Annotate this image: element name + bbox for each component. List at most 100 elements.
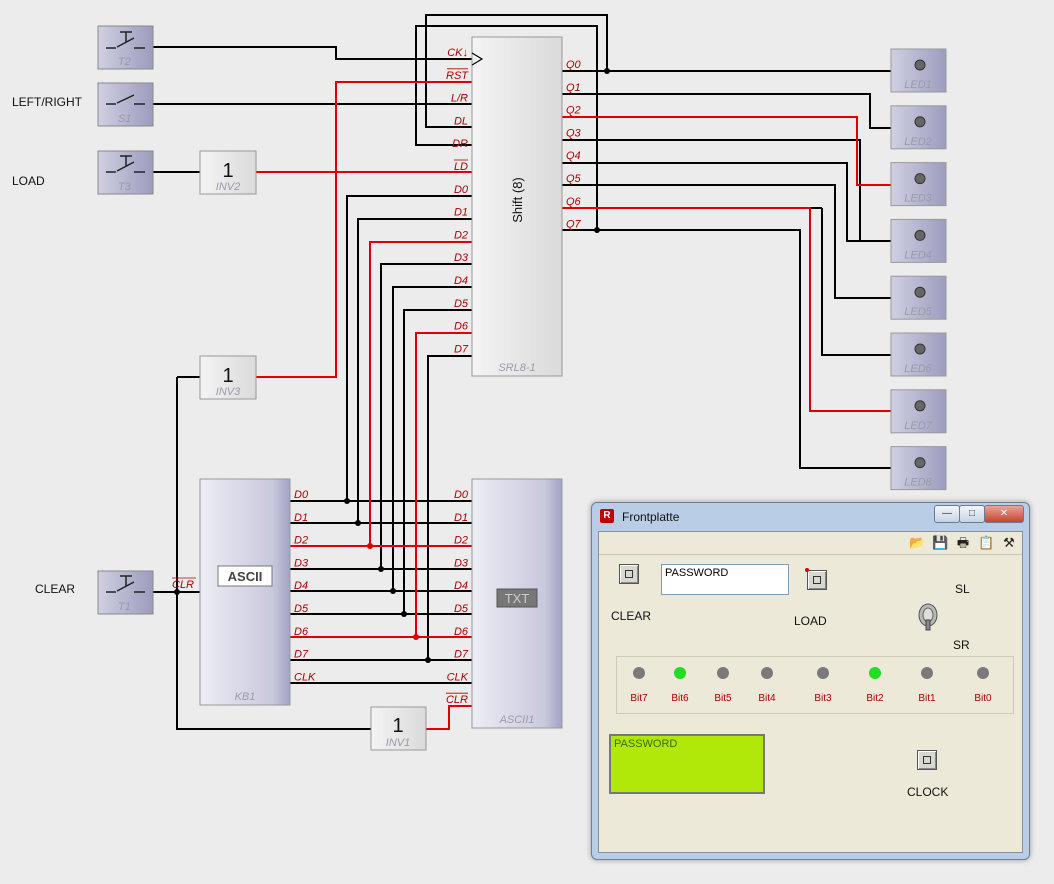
keyboard-output-pin: D2 bbox=[294, 535, 308, 547]
switch-caption: T1 bbox=[118, 601, 131, 613]
clear-button-label: CLEAR bbox=[611, 609, 652, 623]
toggle-sl-label: SL bbox=[955, 582, 970, 596]
toggle-sr-label: SR bbox=[953, 638, 970, 652]
led-caption: LED2 bbox=[904, 136, 932, 148]
inverter-caption: INV1 bbox=[386, 737, 410, 749]
title-bar[interactable]: R Frontplatte — □ ✕ bbox=[592, 503, 1029, 529]
app-icon: R bbox=[600, 509, 614, 523]
switch-caption: T3 bbox=[118, 181, 132, 193]
print-icon[interactable]: 🖶 bbox=[956, 535, 970, 550]
shift-register-output-pin: Q5 bbox=[566, 173, 582, 185]
shift-register-output-pin: Q0 bbox=[566, 59, 582, 71]
shift-register-caption: SRL8-1 bbox=[498, 362, 535, 374]
bit-led bbox=[977, 667, 989, 679]
shift-register-symbol: Shift (8) bbox=[510, 177, 525, 223]
load-label: LOAD bbox=[12, 174, 45, 188]
led-caption: LED7 bbox=[904, 420, 932, 432]
password-input[interactable]: PASSWORD bbox=[661, 564, 789, 595]
shift-register-output-pin: Q7 bbox=[566, 219, 582, 231]
ascii-display-input-pin: D4 bbox=[454, 580, 468, 592]
switch-t1[interactable]: T1 bbox=[97, 570, 154, 615]
direction-toggle-switch[interactable] bbox=[917, 598, 939, 632]
switch-t3[interactable]: T3 bbox=[97, 150, 154, 195]
switch-s1[interactable]: S1 bbox=[97, 82, 154, 127]
keyboard-output-pin: D3 bbox=[294, 557, 309, 569]
led-caption: LED6 bbox=[904, 363, 932, 375]
load-button[interactable] bbox=[807, 570, 827, 590]
bit-led bbox=[869, 667, 881, 679]
shift-register-output-pin: Q2 bbox=[566, 105, 581, 117]
shift-register-input-pin: LD bbox=[454, 161, 468, 173]
keyboard-output-pin: D6 bbox=[294, 626, 309, 638]
clr-pin-label: CLR bbox=[172, 579, 194, 591]
ascii-display-input-pin: D7 bbox=[454, 649, 469, 661]
shift-register-output-pin: Q1 bbox=[566, 82, 581, 94]
led-5: LED5 bbox=[890, 275, 947, 320]
led-7: LED7 bbox=[890, 389, 947, 434]
led-3: LED3 bbox=[890, 162, 947, 207]
switch-caption: T2 bbox=[118, 56, 131, 68]
bit-label: Bit4 bbox=[758, 693, 776, 704]
led-caption: LED5 bbox=[904, 306, 932, 318]
shift-register-input-pin: CK↓ bbox=[447, 47, 468, 59]
bit-label: Bit6 bbox=[671, 693, 689, 704]
led-caption: LED3 bbox=[904, 193, 932, 205]
ascii-display-caption: ASCII1 bbox=[499, 714, 535, 726]
open-folder-icon[interactable]: 📂 bbox=[909, 535, 926, 550]
switch-t2[interactable]: T2 bbox=[97, 25, 154, 70]
bit-label: Bit3 bbox=[814, 693, 832, 704]
minimize-button[interactable]: — bbox=[934, 505, 960, 523]
keyboard-output-pin: D4 bbox=[294, 580, 308, 592]
shift-register-output-pin: Q3 bbox=[566, 127, 582, 139]
bit-label: Bit5 bbox=[714, 693, 732, 704]
led-caption: LED4 bbox=[904, 249, 932, 261]
shift-register[interactable]: Shift (8) SRL8-1 CK↓RSTL/RDLDRLDD0D1D2D3… bbox=[446, 36, 582, 377]
left-right-label: LEFT/RIGHT bbox=[12, 95, 83, 109]
window-title: Frontplatte bbox=[622, 510, 680, 524]
led-6: LED6 bbox=[890, 332, 947, 377]
bit-label: Bit1 bbox=[918, 693, 936, 704]
load-button-label: LOAD bbox=[794, 614, 827, 628]
clock-button[interactable] bbox=[917, 750, 937, 770]
keyboard-output-pin: D7 bbox=[294, 649, 309, 661]
led-4: LED4 bbox=[890, 218, 947, 263]
bit-led bbox=[817, 667, 829, 679]
toolbar: 📂 💾 🖶 📋 ⚒ bbox=[599, 532, 1022, 555]
ascii-display-input-pin: D6 bbox=[454, 626, 469, 638]
ascii-display-input-pin: D5 bbox=[454, 603, 469, 615]
close-button[interactable]: ✕ bbox=[984, 505, 1024, 523]
shift-register-input-pin: D3 bbox=[454, 252, 469, 264]
bit-led bbox=[717, 667, 729, 679]
front-panel-window[interactable]: R Frontplatte — □ ✕ 📂 💾 🖶 📋 ⚒ CLEAR PASS… bbox=[591, 502, 1030, 860]
shift-register-input-pin: D4 bbox=[454, 275, 468, 287]
bit-led bbox=[674, 667, 686, 679]
bit-led bbox=[761, 667, 773, 679]
bit-label: Bit2 bbox=[866, 693, 884, 704]
shift-register-input-pin: D2 bbox=[454, 229, 468, 241]
inverter-inv3[interactable]: 1 INV3 bbox=[199, 355, 257, 400]
maximize-button[interactable]: □ bbox=[959, 505, 985, 523]
inverter-inv2[interactable]: 1 INV2 bbox=[199, 150, 257, 195]
tools-icon[interactable]: ⚒ bbox=[1003, 535, 1015, 550]
save-icon[interactable]: 💾 bbox=[932, 535, 949, 550]
clipboard-icon[interactable]: 📋 bbox=[978, 535, 995, 550]
shift-register-input-pin: D6 bbox=[454, 321, 469, 333]
bit-label: Bit0 bbox=[974, 693, 992, 704]
load-button-indicator bbox=[805, 568, 809, 572]
ascii-display-symbol: TXT bbox=[505, 591, 530, 606]
shift-register-output-pin: Q6 bbox=[566, 196, 582, 208]
inverter-caption: INV3 bbox=[216, 386, 241, 398]
ascii-display-input-pin: D0 bbox=[454, 489, 469, 501]
inverter-inv1[interactable]: 1 INV1 bbox=[370, 706, 427, 751]
clock-button-label: CLOCK bbox=[907, 785, 949, 799]
shift-register-input-pin: D1 bbox=[454, 207, 468, 219]
keyboard-caption: KB1 bbox=[235, 691, 256, 703]
red-wires bbox=[256, 81, 891, 730]
clear-button[interactable] bbox=[619, 564, 639, 584]
ascii-display-input-pin: CLK bbox=[447, 671, 469, 683]
